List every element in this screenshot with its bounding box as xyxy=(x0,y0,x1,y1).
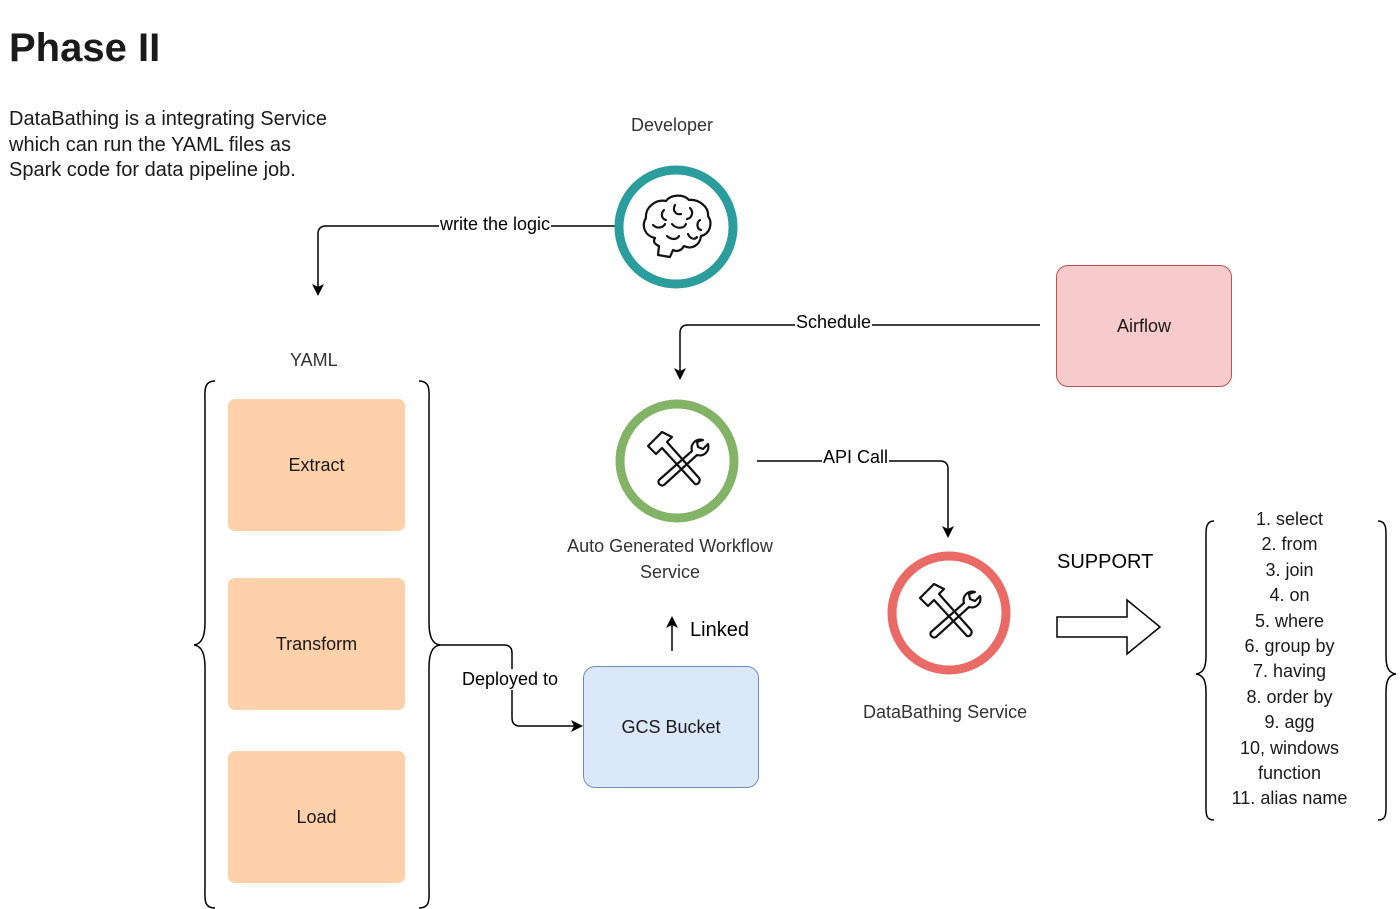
support-item: 11. alias name xyxy=(1231,788,1348,809)
edge-label-api-call: API Call xyxy=(822,447,890,468)
support-label: SUPPORT xyxy=(1057,551,1154,573)
support-arrow xyxy=(1056,598,1162,656)
airflow-label: Airflow xyxy=(1116,315,1171,336)
support-item: 4. on xyxy=(1269,585,1310,606)
support-item: 9. agg xyxy=(1264,712,1315,733)
workflow-service-label-line2: Service xyxy=(639,562,701,582)
support-item: 3. join xyxy=(1265,559,1314,580)
stage-transform-label: Transform xyxy=(275,633,358,654)
support-item: function xyxy=(1257,763,1322,784)
yaml-left-brace xyxy=(193,380,216,909)
developer-node xyxy=(614,165,738,289)
edge-label-linked: Linked xyxy=(690,619,749,641)
support-item: 1. select xyxy=(1255,509,1324,529)
brain-icon xyxy=(642,194,712,259)
yaml-label: YAML xyxy=(290,350,338,370)
support-item: 8. order by xyxy=(1246,686,1333,707)
workflow-service-label-line1: Auto Generated Workflow xyxy=(567,536,773,556)
workflow-service-label: Auto Generated Workflow Service xyxy=(560,533,780,585)
tools-icon xyxy=(918,582,982,639)
databathing-service-label: DataBathing Service xyxy=(863,702,1028,722)
stage-load-label: Load xyxy=(296,806,337,827)
workflow-service-node xyxy=(615,399,739,523)
edge-label-deployed-to: Deployed to xyxy=(461,669,560,690)
edge-schedule xyxy=(674,324,1040,380)
airflow-box[interactable]: Airflow xyxy=(1056,265,1232,387)
tools-icon xyxy=(646,430,710,487)
support-item: 5. where xyxy=(1254,610,1325,631)
support-list: 1. select 2. from 3. join 4. on 5. where… xyxy=(1212,507,1367,812)
edge-write-logic xyxy=(312,225,620,296)
gcs-bucket-label: GCS Bucket xyxy=(621,716,721,737)
support-left-brace xyxy=(1195,520,1215,821)
edge-label-schedule: Schedule xyxy=(795,312,873,333)
support-item: 10, windows xyxy=(1239,737,1340,758)
stage-transform[interactable]: Transform xyxy=(228,578,405,710)
stage-extract[interactable]: Extract xyxy=(228,399,405,531)
developer-label: Developer xyxy=(631,115,714,135)
support-item: 6. group by xyxy=(1244,636,1335,657)
edge-label-write-logic: write the logic xyxy=(439,214,552,235)
support-item: 2. from xyxy=(1261,534,1318,555)
page-title: Phase II xyxy=(9,26,161,70)
support-right-brace xyxy=(1377,520,1397,821)
gcs-bucket-box[interactable]: GCS Bucket xyxy=(583,666,759,788)
description-text: DataBathing is a integrating Service whi… xyxy=(9,108,327,181)
stage-load[interactable]: Load xyxy=(228,751,405,883)
edge-api-call xyxy=(757,460,954,538)
support-item: 7. having xyxy=(1252,661,1327,682)
stage-extract-label: Extract xyxy=(288,454,345,475)
yaml-right-brace xyxy=(418,380,441,909)
databathing-service-node xyxy=(887,551,1011,675)
